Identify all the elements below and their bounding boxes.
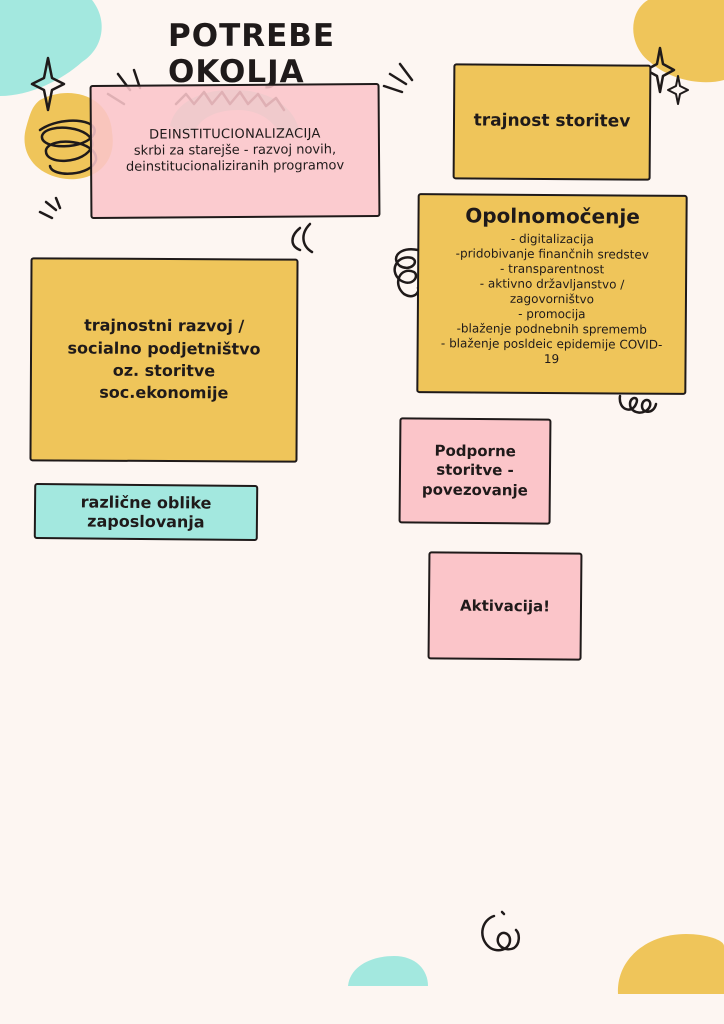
loops-bottom-icon <box>618 394 658 414</box>
card-heading: Opolnomočenje <box>465 203 640 229</box>
teal-blob-top-left <box>0 0 102 96</box>
teal-blob-bottom <box>348 956 428 986</box>
arc-marks-icon <box>291 222 314 254</box>
burst-lines-icon <box>38 196 62 220</box>
card-text: trajnost storitev <box>473 110 631 132</box>
list-item: -pridobivanje finančnih sredstev <box>455 246 649 262</box>
card-text: trajnostni razvoj / socialno podjetništv… <box>67 315 261 403</box>
card-text: Aktivacija! <box>459 596 551 616</box>
card-text: Podporne storitve - povezovanje <box>421 441 528 500</box>
list-item: - digitalizacija <box>510 231 594 247</box>
spiral-dot-icon <box>500 910 506 916</box>
card-trajnostni-razvoj: trajnostni razvoj / socialno podjetništv… <box>29 257 299 463</box>
card-opolnomocenje: Opolnomočenje - digitalizacija -pridobiv… <box>416 193 688 395</box>
list-item: - aktivno državljanstvo / zagovorništvo <box>479 276 625 307</box>
yellow-blob-bottom-right <box>617 934 724 994</box>
loops-left-icon <box>393 247 420 298</box>
spiral-icon <box>481 914 520 952</box>
sparkle-icon <box>30 56 66 112</box>
card-deinstitucionalizacija: DEINSTITUCIONALIZACIJA skrbi za starejše… <box>89 82 381 220</box>
list-item: - promocija <box>518 306 586 322</box>
page-title: POTREBE OKOLJA <box>168 18 336 90</box>
card-body: skrbi za starejše - razvoj novih, deinst… <box>125 142 345 175</box>
list-item: - blaženje posldeic epidemije COVID-19 <box>440 336 663 367</box>
card-heading: DEINSTITUCIONALIZACIJA <box>148 126 321 143</box>
card-text: različne oblike zaposlovanja <box>80 492 212 532</box>
card-podporne-storitve: Podporne storitve - povezovanje <box>398 417 552 525</box>
scribble-loop-icon <box>38 119 98 175</box>
list-item: -blaženje podnebnih sprememb <box>456 321 647 337</box>
sparkle-icon <box>667 75 689 105</box>
list-item: - transparentnost <box>500 261 605 277</box>
card-trajnost-storitev: trajnost storitev <box>452 63 652 181</box>
card-aktivacija: Aktivacija! <box>427 551 583 661</box>
card-zaposlovanje: različne oblike zaposlovanja <box>33 483 259 541</box>
